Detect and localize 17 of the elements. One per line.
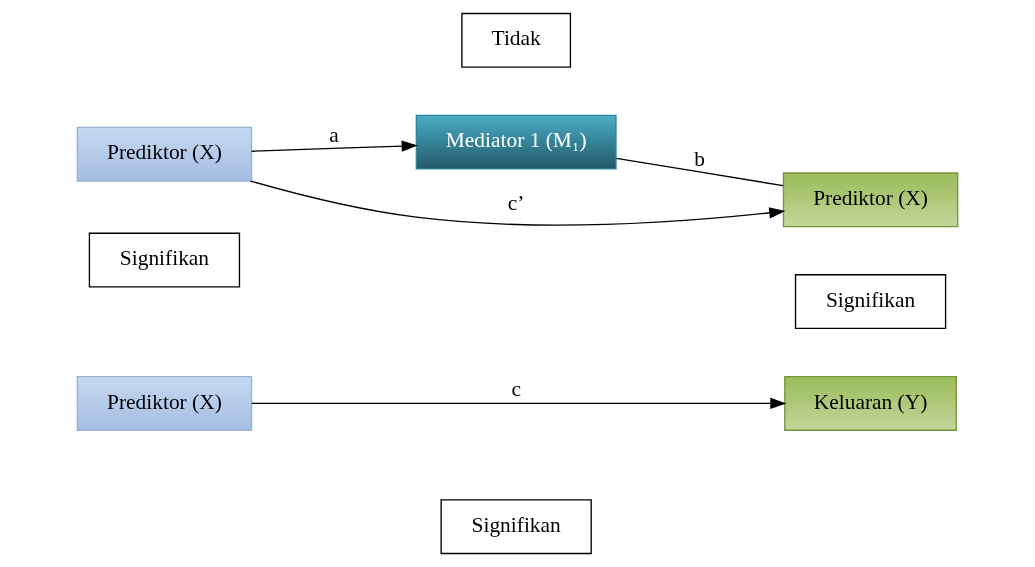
node-box: Signifikan	[88, 232, 241, 288]
node-box: Signifikan	[794, 274, 947, 330]
node-box: Prediktor (X)	[76, 375, 253, 431]
edge-label: c	[511, 377, 521, 402]
node-box: Tidak	[461, 12, 572, 68]
node-box: Signifikan	[440, 499, 592, 555]
arrow	[249, 180, 786, 226]
edge-label: a	[329, 122, 339, 147]
node-box: Prediktor (X)	[76, 126, 253, 182]
arrow	[250, 140, 418, 152]
edge-label: c’	[507, 191, 525, 216]
node-box: Prediktor (X)	[782, 172, 959, 228]
node-box: Mediator 1 (M₁)	[415, 114, 617, 170]
arrow	[251, 397, 787, 410]
connector	[615, 157, 784, 187]
node-box: Keluaran (Y)	[784, 375, 957, 431]
edge-label: b	[694, 147, 706, 171]
